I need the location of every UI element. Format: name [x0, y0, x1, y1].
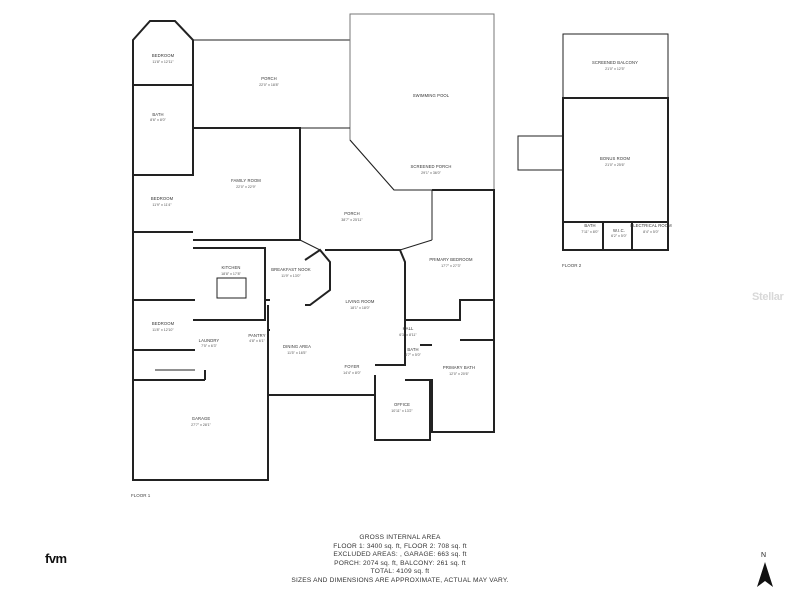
floor-1-plan: [132, 13, 495, 481]
floor-2-utility-walls: [563, 221, 668, 250]
dining-walls: [267, 305, 300, 396]
room-dims: 18'8" x 17'8": [221, 272, 241, 276]
room-dims: 11'5" x 16'5": [287, 351, 307, 355]
room-dims: 11'9" x 11'4": [152, 203, 172, 207]
garage-walls: [132, 370, 269, 481]
room-label: PORCH: [261, 76, 277, 81]
stair-walls: [517, 135, 564, 171]
room-label: LAUNDRY: [199, 338, 220, 343]
floor-2-plan: [517, 33, 669, 251]
room-dims: 8'6" x 8'0": [150, 118, 166, 122]
room-label: BATH: [584, 223, 595, 228]
watermark-logo: Stellar: [752, 291, 784, 303]
room-label: BATH: [152, 112, 163, 117]
floor-2-label: FLOOR 2: [562, 263, 582, 268]
living-walls: [304, 248, 406, 366]
room-label: FAMILY ROOM: [231, 178, 261, 183]
room-dims: 21'0" x 12'5": [605, 67, 625, 71]
room-label: SWIMMING POOL: [413, 93, 450, 98]
room-dims: 7'5" x 6'3": [201, 344, 217, 348]
primary-wing-walls: [405, 189, 495, 433]
room-dims: 11'8" x 12'11": [152, 60, 174, 64]
room-label: KITCHEN: [221, 265, 240, 270]
room-dims: 21'0" x 25'6": [605, 163, 625, 167]
room-label: LIVING ROOM: [345, 299, 374, 304]
area-summary: GROSS INTERNAL AREA FLOOR 1: 3400 sq. ft…: [250, 534, 550, 586]
room-label: DINING AREA: [283, 344, 311, 349]
bonus-room-walls: [562, 97, 669, 251]
main-body-walls: [193, 127, 301, 241]
porch-mid-walls: [299, 127, 433, 251]
kitchen-walls: [193, 247, 270, 321]
office-walls: [374, 375, 431, 441]
room-dims: 4'8" x 6'1": [249, 339, 265, 343]
kitchen-island: [216, 277, 247, 299]
room-label: HALL: [403, 326, 414, 331]
floor-1-label: FLOOR 1: [131, 493, 151, 498]
room-label: BREAKFAST NOOK: [271, 267, 311, 272]
room-label: GARAGE: [192, 416, 211, 421]
room-dims: 14'4" x 8'0": [343, 371, 361, 375]
summary-excluded-areas: EXCLUDED AREAS: , GARAGE: 663 sq. ft: [333, 551, 467, 559]
room-label: BONUS ROOM: [600, 156, 630, 161]
room-dims: 29'1" x 36'0": [421, 171, 441, 175]
room-dims: 18'1" x 18'0": [350, 306, 370, 310]
room-dims: 11'9" x 13'0": [281, 274, 301, 278]
screened-balcony-walls: [562, 33, 669, 99]
fvm-logo: fvm: [45, 551, 67, 566]
west-wing-walls: [132, 85, 195, 380]
room-label: SCREENED BALCONY: [592, 60, 638, 65]
summary-total: TOTAL: 4109 sq. ft: [370, 568, 430, 576]
room-label: BEDROOM: [152, 53, 175, 58]
room-label: BATH: [407, 347, 418, 352]
room-dims: 38'7" x 25'11": [341, 218, 363, 222]
room-dims: 6'2" x 5'0": [611, 234, 627, 238]
room-label: ELECTRICAL ROOM: [630, 223, 672, 228]
room-label: PANTRY: [248, 333, 265, 338]
room-label: W.I.C.: [613, 228, 625, 233]
room-dims: 7'11" x 8'0": [581, 230, 599, 234]
room-label: PORCH: [344, 211, 360, 216]
summary-disclaimer: SIZES AND DIMENSIONS ARE APPROXIMATE, AC…: [291, 576, 509, 584]
room-dims: 22'0" x 18'8": [259, 83, 279, 87]
room-label: PRIMARY BATH: [443, 365, 475, 370]
room-label: FOYER: [345, 364, 360, 369]
room-label: SCREENED PORCH: [411, 164, 452, 169]
north-arrow-icon: [757, 562, 773, 587]
room-label: OFFICE: [394, 402, 410, 407]
room-dims: 10'11" x 13'2": [391, 409, 413, 413]
room-labels: BEDROOM 11'8" x 12'11" PORCH 22'0" x 18'…: [131, 53, 672, 498]
room-dims: 12'0" x 20'6": [449, 372, 469, 376]
summary-floor-areas: FLOOR 1: 3400 sq. ft, FLOOR 2: 708 sq. f…: [333, 542, 467, 550]
room-dims: 4'7" x 5'0": [405, 353, 421, 357]
room-dims: 22'0" x 22'9": [236, 185, 256, 189]
room-label: PRIMARY BEDROOM: [429, 257, 473, 262]
room-dims: 8'4" x 5'0": [643, 230, 659, 234]
room-dims: 6'3" x 8'11": [399, 333, 417, 337]
room-dims: 17'7" x 27'3": [441, 264, 461, 268]
room-label: BEDROOM: [152, 321, 175, 326]
summary-porch-balcony: PORCH: 2074 sq. ft, BALCONY: 261 sq. ft: [334, 559, 466, 567]
summary-heading: GROSS INTERNAL AREA: [359, 534, 441, 541]
north-label: N: [761, 552, 767, 559]
room-label: BEDROOM: [151, 196, 174, 201]
room-dims: 11'8" x 12'10": [152, 328, 174, 332]
north-compass: N: [755, 552, 775, 588]
room-dims: 27'7" x 28'1": [191, 423, 211, 427]
